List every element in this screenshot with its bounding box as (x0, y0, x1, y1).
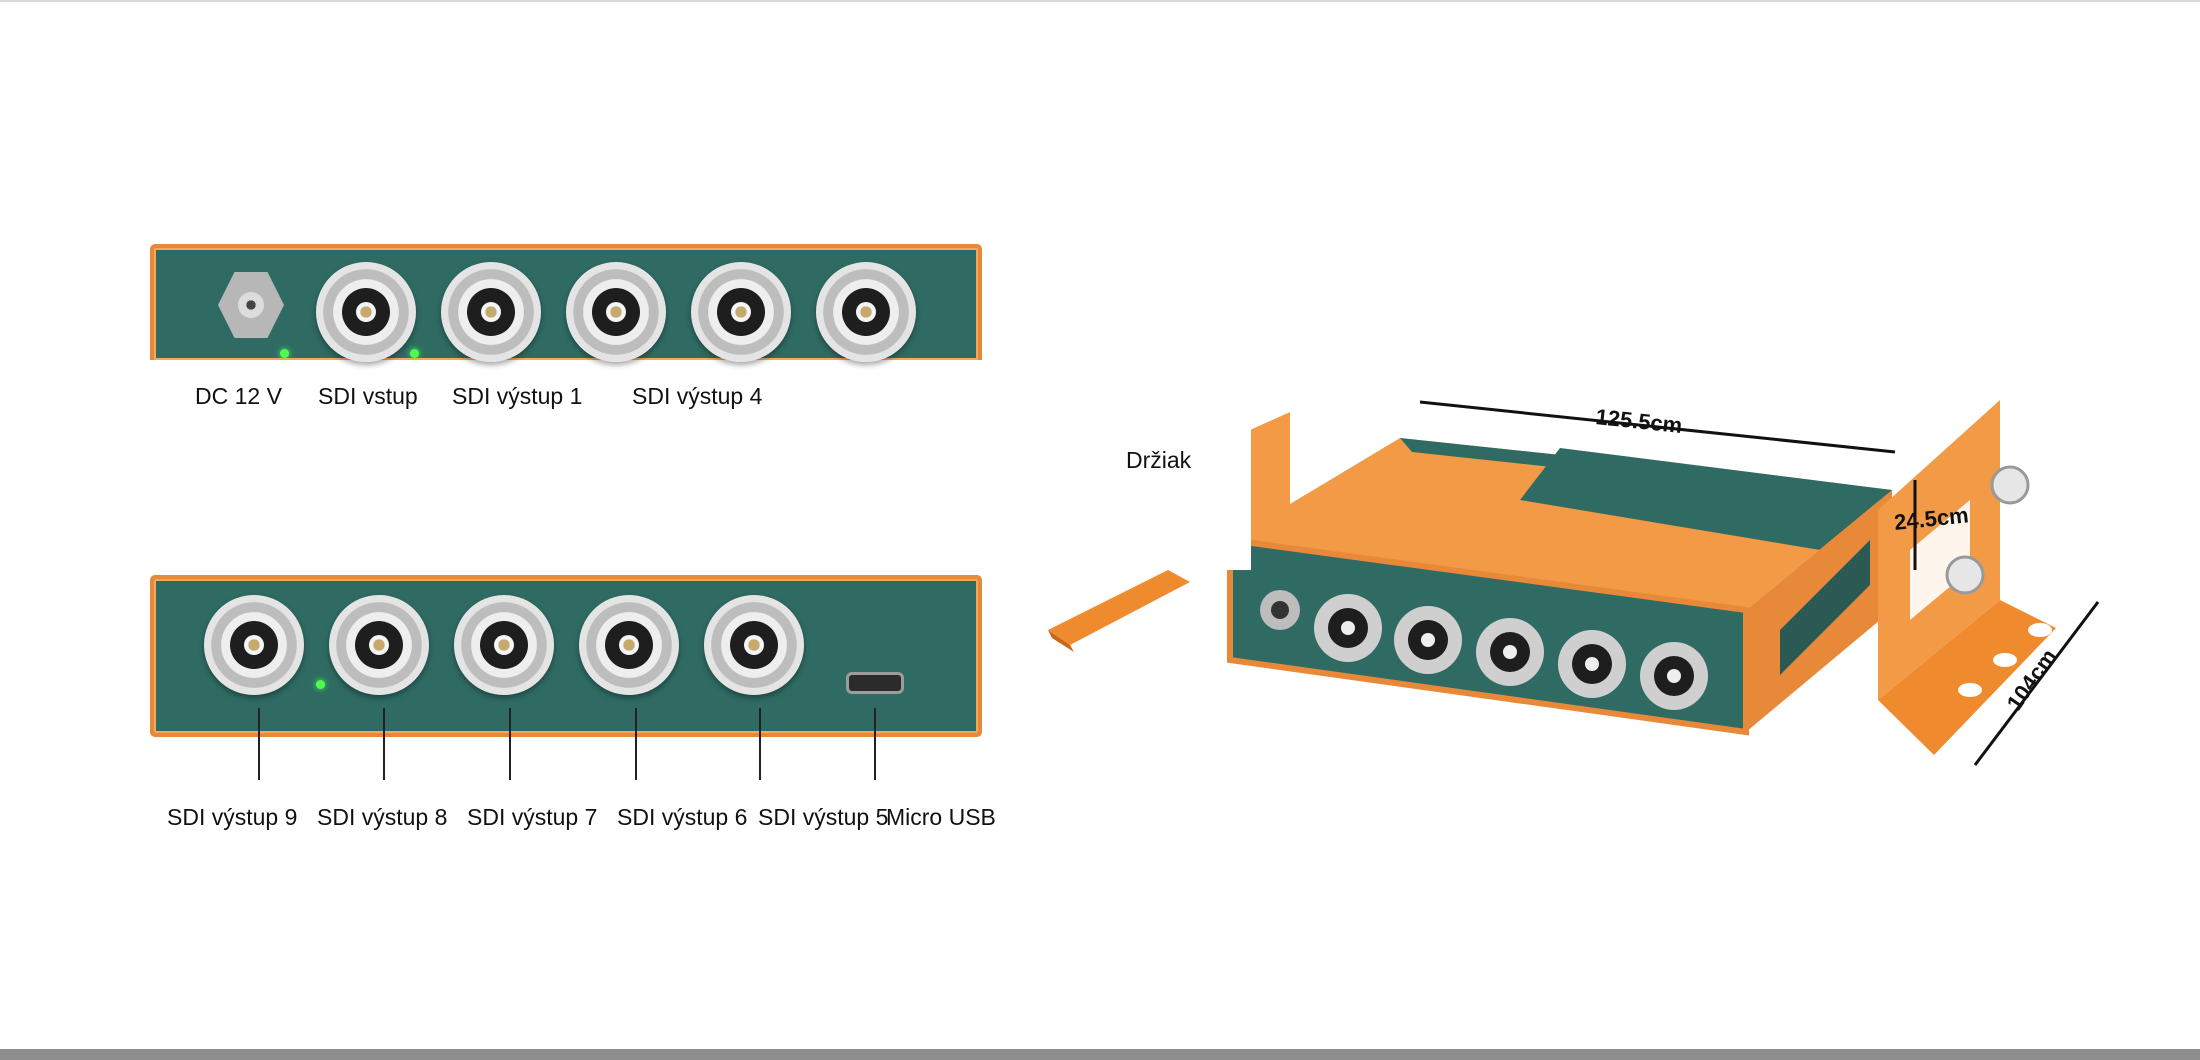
top-divider (0, 0, 2200, 2)
label-sdi-output-8: SDI výstup 8 (317, 804, 448, 830)
length-dimension-label: 125.5cm (1594, 404, 1683, 438)
label-sdi-input: SDI vstup (318, 383, 418, 409)
label-sdi-output-1: SDI výstup 1 (452, 383, 583, 409)
status-led-icon (316, 680, 325, 689)
bnc-connector-icon (579, 595, 679, 695)
front-panel-top (150, 244, 982, 362)
power-led-icon (280, 349, 289, 358)
label-sdi-output-5: SDI výstup 5 (758, 804, 889, 830)
length-dimension-line (1419, 400, 1896, 454)
label-dc-12v: DC 12 V (195, 383, 282, 409)
bracket-label-backdrop (1095, 368, 1251, 570)
bnc-connector-icon (454, 595, 554, 695)
label-sdi-output-7: SDI výstup 7 (467, 804, 598, 830)
bnc-connector-icon (704, 595, 804, 695)
leader-line (383, 708, 385, 780)
bottom-divider (0, 1049, 2200, 1060)
rear-panel-bottom (150, 575, 982, 737)
label-micro-usb: Micro USB (886, 804, 996, 830)
bnc-connector-icon (566, 262, 666, 362)
label-sdi-output-6: SDI výstup 6 (617, 804, 748, 830)
bnc-connector-icon (691, 262, 791, 362)
product-illustration: 125.5cm 24.5cm 104cm (1048, 400, 2100, 766)
bnc-connector-icon (441, 262, 541, 362)
leader-line (759, 708, 761, 780)
label-sdi-output-9: SDI výstup 9 (167, 804, 298, 830)
leader-line (509, 708, 511, 780)
dc-power-jack-icon (218, 272, 284, 338)
right-mounting-bracket-icon (1878, 400, 2056, 755)
label-bracket: Držiak (1126, 447, 1192, 473)
bnc-connector-icon (329, 595, 429, 695)
leader-line (258, 708, 260, 780)
leader-line (874, 708, 876, 780)
bnc-connector-icon (204, 595, 304, 695)
bnc-connector-icon (816, 262, 916, 362)
micro-usb-port-icon (846, 672, 904, 694)
device-body-icon (1227, 438, 1892, 736)
leader-line (635, 708, 637, 780)
bnc-connector-icon (316, 262, 416, 362)
signal-led-icon (410, 349, 419, 358)
label-sdi-output-4: SDI výstup 4 (632, 383, 763, 409)
depth-dimension-line (1973, 601, 2100, 766)
